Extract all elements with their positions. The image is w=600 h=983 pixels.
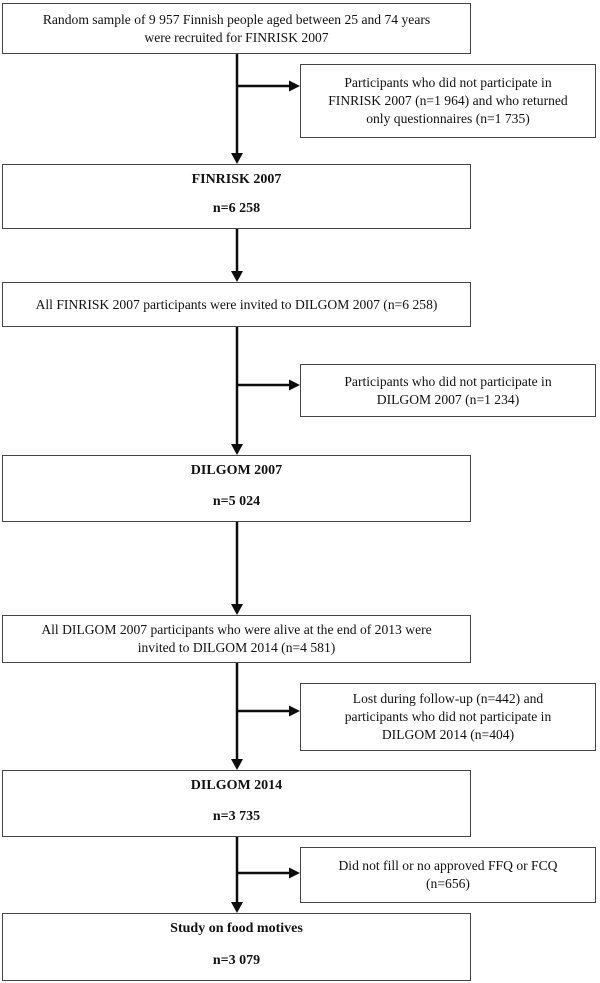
flow-box-excluded-dilgom-2007: Participants who did not participate in …: [300, 364, 596, 417]
arrow-finrisk-to-invitation-2007: [231, 229, 243, 282]
arrow-invitation-2014-to-dilgom-2014: [231, 663, 243, 770]
arrow-dilgom-2014-to-study: [231, 837, 243, 913]
flow-box-dilgom-2007: DILGOM 2007 n=5 024: [2, 455, 471, 522]
flow-box-excluded-finrisk-2007: Participants who did not participate in …: [300, 64, 596, 138]
excluded-finrisk-line-3: only questionnaires (n=1 735): [366, 111, 530, 126]
invited-dilgom-2014-line-2: invited to DILGOM 2014 (n=4 581): [137, 640, 336, 655]
flow-box-recruitment: Random sample of 9 957 Finnish people ag…: [2, 3, 471, 54]
flow-box-invited-dilgom-2007: All FINRISK 2007 participants were invit…: [2, 282, 471, 327]
arrow-dilgom-2007-to-invitation-2014: [231, 522, 243, 615]
dilgom-2014-count: n=3 735: [212, 809, 261, 824]
recruitment-line-1: Random sample of 9 957 Finnish people ag…: [42, 11, 431, 27]
excluded-dilgom-2007-line-1: Participants who did not participate in: [344, 373, 552, 389]
arrow-recruitment-to-finrisk: [231, 54, 243, 164]
excluded-finrisk-line-1: Participants who did not participate in: [344, 75, 552, 90]
finrisk-2007-title: FINRISK 2007: [191, 172, 282, 187]
excluded-finrisk-line-2: FINRISK 2007 (n=1 964) and who returned: [328, 93, 568, 108]
flow-box-excluded-dilgom-2014: Lost during follow-up (n=442) and partic…: [300, 683, 596, 751]
excluded-dilgom-2007-line-2: DILGOM 2007 (n=1 234): [376, 391, 520, 407]
excluded-ffq-line-2: (n=656): [426, 876, 470, 891]
excluded-ffq-line-1: Did not fill or no approved FFQ or FCQ: [338, 858, 558, 873]
flow-box-finrisk-2007: FINRISK 2007 n=6 258: [2, 164, 471, 229]
invited-dilgom-2007-line-1: All FINRISK 2007 participants were invit…: [35, 296, 438, 312]
dilgom-2007-title: DILGOM 2007: [190, 463, 283, 478]
recruitment-line-2: were recruited for FINRISK 2007: [144, 29, 329, 45]
flow-box-invited-dilgom-2014: All DILGOM 2007 participants who were al…: [2, 615, 471, 663]
study-title: Study on food motives: [170, 921, 303, 936]
excluded-dilgom-2014-line-2: participants who did not participate in: [344, 709, 552, 724]
flow-box-study-on-food-motives: Study on food motives n=3 079: [2, 913, 471, 981]
arrow-branch-excluded-dilgom-2007: [237, 379, 300, 391]
dilgom-2007-count: n=5 024: [212, 494, 261, 509]
arrow-branch-excluded-ffq: [237, 867, 300, 879]
flow-box-excluded-ffq-fcq: Did not fill or no approved FFQ or FCQ (…: [300, 847, 596, 903]
study-count: n=3 079: [212, 953, 261, 968]
invited-dilgom-2014-line-1: All DILGOM 2007 participants who were al…: [41, 622, 432, 637]
arrow-branch-excluded-finrisk: [237, 80, 300, 92]
dilgom-2014-title: DILGOM 2014: [190, 778, 283, 793]
flow-box-dilgom-2014: DILGOM 2014 n=3 735: [2, 770, 471, 837]
excluded-dilgom-2014-line-1: Lost during follow-up (n=442) and: [352, 691, 544, 706]
arrow-branch-excluded-dilgom-2014: [237, 705, 300, 717]
excluded-dilgom-2014-line-3: DILGOM 2014 (n=404): [381, 727, 515, 742]
arrow-invitation-2007-to-dilgom-2007: [231, 327, 243, 455]
finrisk-2007-count: n=6 258: [212, 201, 261, 216]
